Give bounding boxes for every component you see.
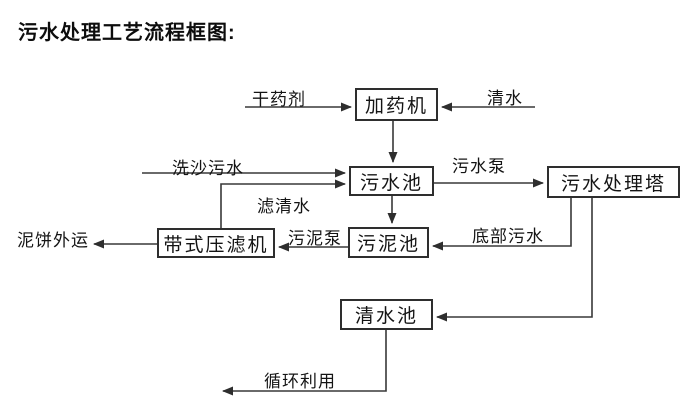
node-sewage-treatment-tower: 污水处理塔 <box>547 166 680 198</box>
diagram-title: 污水处理工艺流程框图: <box>18 22 236 44</box>
arrow-clear-pool-to-recycle <box>222 330 387 396</box>
arrow-tower-to-clear-pool <box>436 198 593 322</box>
flow-label-sludge-pump: 污泥泵 <box>288 229 342 248</box>
node-sewage-pool: 污水池 <box>349 166 434 196</box>
node-belt-filter-press: 带式压滤机 <box>157 228 275 258</box>
arrow-filtered-water-to-sewage-pool <box>220 179 346 228</box>
flow-label-filtered-water: 滤清水 <box>257 197 311 216</box>
node-sludge-pool: 污泥池 <box>348 227 429 258</box>
arrow-bottom-sewage-to-sludge-pool <box>432 198 572 251</box>
flow-label-sewage-pump: 污水泵 <box>452 157 506 176</box>
flow-label-mud-cake-out: 泥饼外运 <box>17 231 89 250</box>
flow-label-bottom-sewage: 底部污水 <box>472 227 544 246</box>
flow-label-clear-water: 清水 <box>487 89 523 108</box>
node-clear-water-pool: 清水池 <box>340 299 433 330</box>
flow-label-dry-agent: 干药剂 <box>252 90 306 109</box>
node-dosing-machine: 加药机 <box>355 88 438 121</box>
flow-label-recycle-use: 循环利用 <box>264 372 336 391</box>
flow-label-sand-wash-sewage: 洗沙污水 <box>172 159 244 178</box>
